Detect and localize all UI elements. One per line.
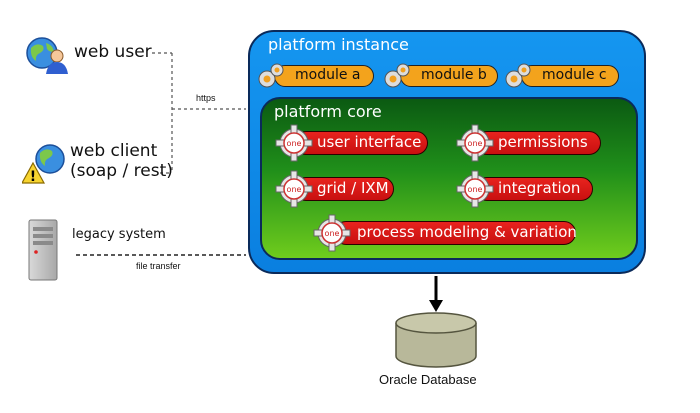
- component-permissions: permissions: [475, 131, 601, 155]
- database-cylinder-icon: [394, 312, 478, 368]
- gear-icon: [382, 60, 412, 90]
- module-b-label: module b: [421, 67, 487, 83]
- https-label: https: [196, 93, 216, 103]
- database-label: Oracle Database: [379, 372, 477, 387]
- db-arrow: [429, 276, 443, 312]
- web-client-icon: !: [20, 143, 68, 185]
- web-client-label: web client: [70, 141, 158, 161]
- module-c: module c: [521, 65, 619, 87]
- one-badge: one: [287, 139, 302, 148]
- component-process-modeling: process modeling & variation: [334, 221, 577, 245]
- web-client-sublabel: (soap / rest): [70, 161, 173, 181]
- one-cog-icon: one: [275, 170, 313, 208]
- one-cog-icon: one: [313, 214, 351, 252]
- component-user-interface: user interface: [294, 131, 428, 155]
- gear-icon: [503, 60, 533, 90]
- https-connector: [152, 52, 246, 174]
- one-cog-icon: one: [275, 124, 313, 162]
- module-c-label: module c: [542, 67, 607, 83]
- gear-icon: [256, 60, 286, 90]
- one-badge: one: [325, 229, 340, 238]
- legacy-system-label: legacy system: [72, 227, 166, 242]
- svg-text:!: !: [30, 169, 36, 185]
- one-cog-icon: one: [456, 170, 494, 208]
- platform-core-title: platform core: [274, 102, 382, 121]
- one-badge: one: [468, 185, 483, 194]
- web-user-label: web user: [74, 42, 152, 62]
- module-b: module b: [400, 65, 498, 87]
- module-a: module a: [274, 65, 374, 87]
- server-icon: [28, 219, 58, 281]
- component-grid-ixm-label: grid / IXM: [317, 179, 389, 197]
- component-user-interface-label: user interface: [317, 133, 422, 151]
- file-transfer-label: file transfer: [136, 261, 181, 271]
- one-badge: one: [468, 139, 483, 148]
- component-integration: integration: [475, 177, 593, 201]
- platform-instance-title: platform instance: [268, 35, 409, 54]
- module-a-label: module a: [295, 67, 361, 83]
- component-process-modeling-label: process modeling & variation: [357, 223, 577, 241]
- web-user-icon: [24, 36, 68, 74]
- one-badge: one: [287, 185, 302, 194]
- component-integration-label: integration: [498, 179, 581, 197]
- one-cog-icon: one: [456, 124, 494, 162]
- component-permissions-label: permissions: [498, 133, 588, 151]
